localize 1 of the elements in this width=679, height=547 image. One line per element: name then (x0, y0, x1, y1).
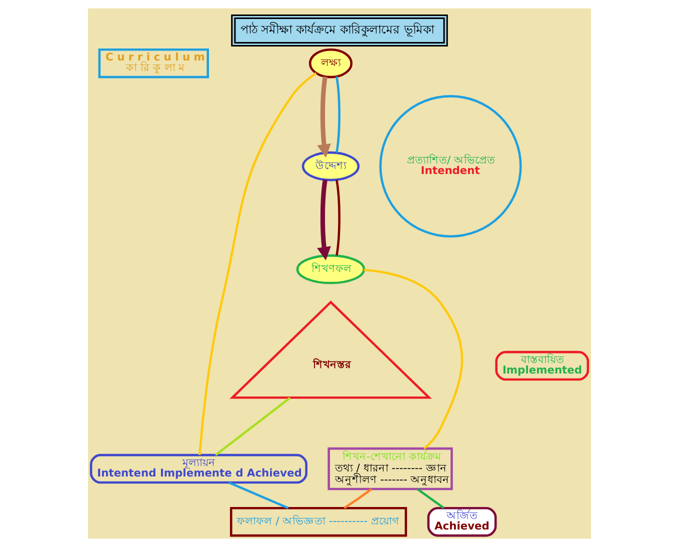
diagram-title: পাঠ সমীক্ষা কার্যক্রমে কারিকুলামের ভূমিকা (240, 22, 434, 36)
